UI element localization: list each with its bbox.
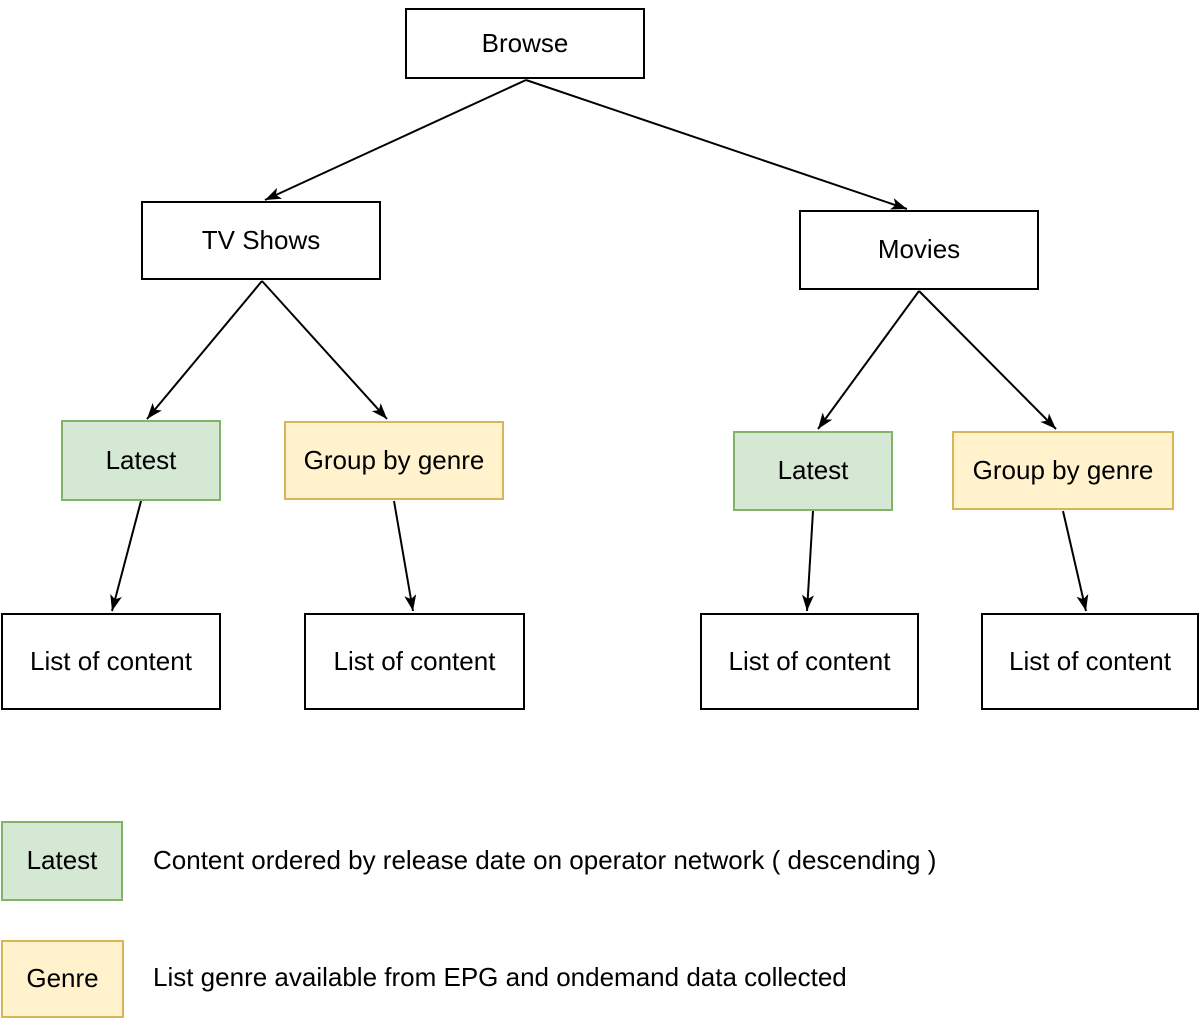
connector-browse-to-tv-shows [264,79,527,201]
node-movies-group-by-genre: Group by genre [952,431,1174,510]
connector-tv-shows-to-genre [261,280,388,420]
legend-swatch-genre: Genre [1,940,124,1018]
node-browse: Browse [405,8,645,79]
connector-tv-genre-to-list [393,500,417,612]
legend-description-genre: List genre available from EPG and ondema… [153,962,847,993]
node-tv-genre-list-of-content: List of content [304,613,525,710]
node-movies-genre-list-of-content: List of content [981,613,1199,710]
node-movies-latest: Latest [733,431,893,511]
node-movies-latest-list-of-content: List of content [700,613,919,710]
connector-movies-to-genre [918,290,1057,430]
connector-movies-genre-to-list [1062,510,1089,612]
node-tv-group-by-genre: Group by genre [284,421,504,500]
connector-movies-to-latest [817,290,920,430]
connector-movies-latest-to-list [801,510,814,612]
legend-description-latest: Content ordered by release date on opera… [153,845,937,876]
legend-swatch-latest: Latest [1,821,123,901]
node-tv-latest: Latest [61,420,221,501]
connector-tv-shows-to-latest [146,280,263,420]
node-tv-latest-list-of-content: List of content [1,613,221,710]
node-movies: Movies [799,210,1039,290]
connector-tv-latest-to-list [110,500,142,612]
connector-browse-to-movies [525,79,908,210]
node-tv-shows: TV Shows [141,201,381,280]
